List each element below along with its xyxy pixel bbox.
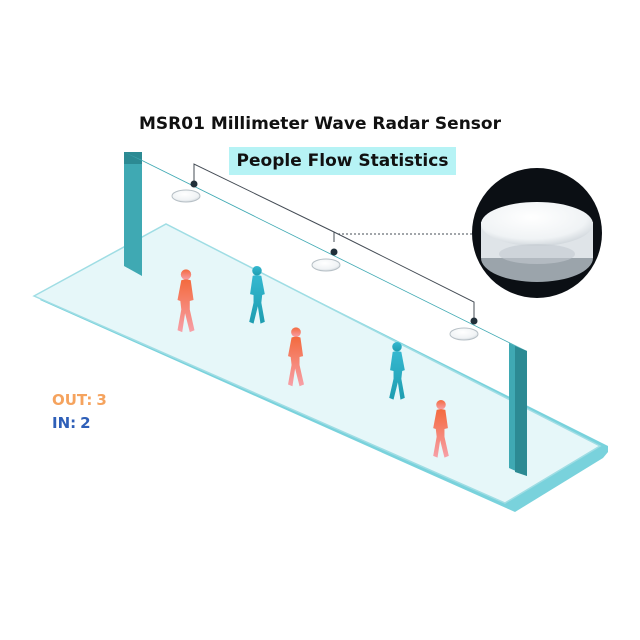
- sensor-dot-icon: [330, 248, 338, 256]
- sensor-dot-icon: [470, 317, 478, 325]
- diagram-subtitle: People Flow Statistics: [229, 147, 456, 175]
- in-counter: IN:2: [52, 414, 91, 432]
- sensor-1: [171, 180, 201, 203]
- sensor-link-lines: [193, 163, 478, 320]
- gate-frame: [124, 152, 527, 476]
- page-title: MSR01 Millimeter Wave Radar Sensor: [139, 114, 501, 134]
- sensor-product-closeup: [472, 168, 602, 298]
- sensor-3: [449, 317, 479, 341]
- out-counter: OUT:3: [52, 391, 107, 409]
- in-counter-label: IN:: [52, 414, 77, 432]
- out-counter-label: OUT:: [52, 391, 93, 409]
- out-counter-value: 3: [96, 391, 107, 409]
- sensor-dot-icon: [190, 180, 198, 188]
- sensor-2: [311, 248, 341, 272]
- in-counter-value: 2: [80, 414, 91, 432]
